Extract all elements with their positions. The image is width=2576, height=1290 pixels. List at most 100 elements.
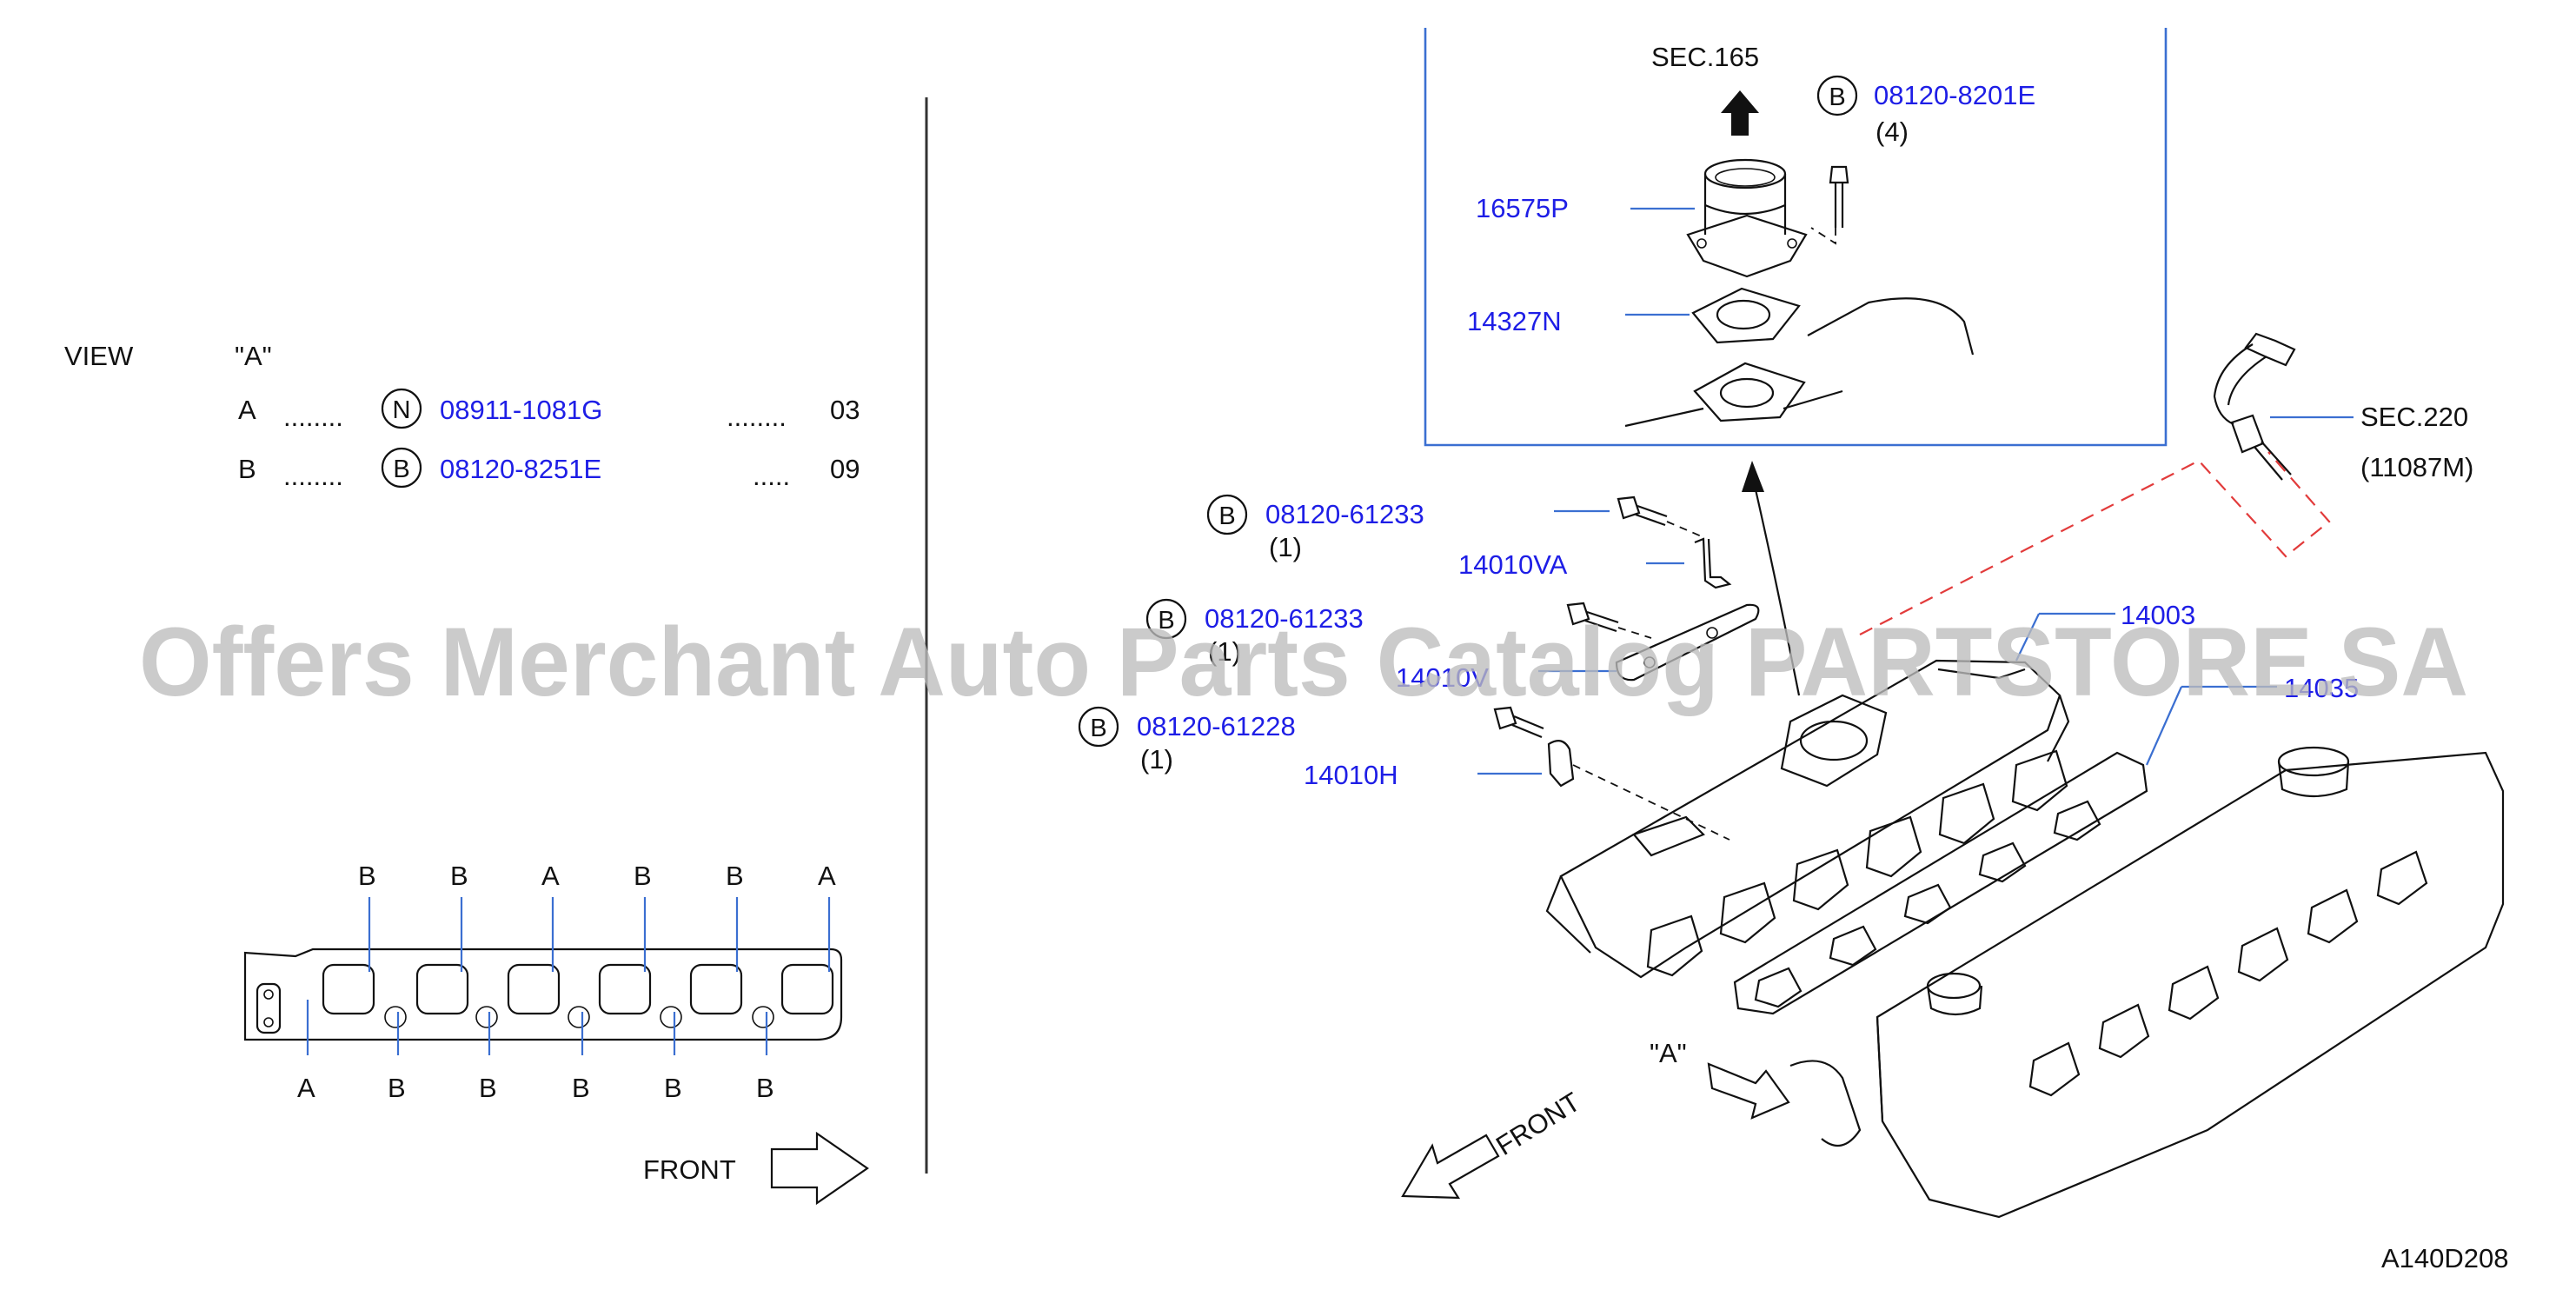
bolt2-qty: (1) bbox=[1208, 636, 1241, 667]
gasket-top-label: A bbox=[541, 861, 560, 891]
gasket-bottom-label: A bbox=[297, 1073, 315, 1103]
gasket-port bbox=[689, 963, 743, 1015]
bolt2-part-link[interactable]: 08120-61233 bbox=[1205, 603, 1364, 634]
bolt3-qty: (1) bbox=[1140, 744, 1173, 775]
gasket-flat-view: B B A B B A A B B B B B FRONT bbox=[243, 861, 869, 1206]
gasket-bottom-label: B bbox=[388, 1073, 406, 1103]
row-a-dots2: ........ bbox=[727, 402, 787, 432]
gasket-bottom-label: B bbox=[572, 1073, 590, 1103]
front-arrow-icon bbox=[1401, 1134, 1500, 1200]
row-a-part-link[interactable]: 08911-1081G bbox=[440, 395, 602, 425]
gasket-hole bbox=[384, 1006, 407, 1028]
part-14327n-link[interactable]: 14327N bbox=[1467, 306, 1562, 336]
view-a-label: "A" bbox=[1650, 1038, 1687, 1068]
bolt2-drawing bbox=[1566, 602, 1652, 639]
row-b-dots2: ..... bbox=[753, 461, 790, 491]
bracket1-drawing bbox=[1694, 537, 1732, 589]
gasket-top-label: A bbox=[818, 861, 836, 891]
b-symbol-icon bbox=[1078, 706, 1119, 748]
bolt1-qty: (1) bbox=[1269, 532, 1302, 562]
bolt1-drawing bbox=[1617, 495, 1704, 538]
up-arrow-icon bbox=[1721, 90, 1759, 136]
bracket1-part-link[interactable]: 14010VA bbox=[1458, 549, 1568, 580]
watermark: Offers Merchant Auto Parts Catalog PARTS… bbox=[139, 608, 2468, 716]
bolt1-part-link[interactable]: 08120-61233 bbox=[1265, 499, 1424, 529]
bracket3-part-link[interactable]: 14010H bbox=[1304, 760, 1398, 790]
gasket-top-labels: B B A B B A bbox=[358, 861, 836, 891]
row-b-key: B bbox=[238, 454, 256, 484]
up-arrow-icon bbox=[1742, 461, 1764, 492]
gasket-port bbox=[415, 963, 469, 1015]
gasket-slot bbox=[256, 982, 282, 1034]
gasket-ports bbox=[322, 963, 834, 1028]
gasket-bottom-labels: A B B B B B bbox=[297, 1073, 774, 1103]
sensor-part-label: (11087M) bbox=[2360, 452, 2473, 482]
gasket-bottom-label: B bbox=[479, 1073, 497, 1103]
bracket2-part-link[interactable]: 14010V bbox=[1396, 662, 1489, 693]
gasket-leaders bbox=[306, 897, 831, 1055]
row-a-dots: ........ bbox=[283, 402, 343, 432]
inset-bolt-symbol: B bbox=[1829, 83, 1845, 111]
inset-bolt-drawing bbox=[1810, 165, 1849, 245]
front-label: FRONT bbox=[1490, 1087, 1585, 1161]
callout-bolt2[interactable]: B 08120-61233 (1) bbox=[1145, 598, 1364, 667]
diagram-code: A140D208 bbox=[2381, 1243, 2509, 1273]
water-outlet-drawing bbox=[1686, 158, 1808, 278]
bolt3-symbol: B bbox=[1090, 715, 1106, 742]
callout-bolt3[interactable]: B 08120-61228 (1) bbox=[1078, 706, 1296, 775]
bracket2-drawing bbox=[1615, 603, 1760, 682]
bolt2-symbol: B bbox=[1158, 607, 1174, 635]
inset-manifold-edge bbox=[1624, 297, 1975, 428]
front-arrow-icon bbox=[770, 1131, 869, 1206]
inset-gasket-drawing bbox=[1691, 287, 1801, 344]
gasket-port bbox=[507, 963, 561, 1015]
callout-bolt1[interactable]: B 08120-61233 (1) bbox=[1206, 494, 1424, 562]
gasket-hole bbox=[263, 1017, 274, 1027]
view-row-a[interactable]: A ........ N 08911-1081G ........ 03 bbox=[238, 388, 860, 432]
intake-manifold-drawing bbox=[1545, 659, 2070, 979]
b-symbol-icon bbox=[381, 447, 422, 489]
gasket-hole bbox=[263, 989, 274, 1000]
row-b-dots: ........ bbox=[283, 461, 343, 491]
bolt3-drawing bbox=[1493, 706, 1544, 739]
cylinder-head-drawing bbox=[1789, 746, 2505, 1219]
gasket-port bbox=[780, 963, 834, 1015]
gasket-outline bbox=[243, 948, 843, 1041]
part-16575p-link[interactable]: 16575P bbox=[1476, 193, 1569, 223]
view-arrow-icon bbox=[1707, 1062, 1790, 1120]
gasket-top-label: B bbox=[634, 861, 652, 891]
inset-frame bbox=[1424, 28, 2168, 447]
manifold-part-link[interactable]: 14003 bbox=[2121, 600, 2195, 630]
gasket-top-label: B bbox=[450, 861, 468, 891]
manifold-gasket-drawing bbox=[1733, 751, 2148, 1015]
gasket-hole bbox=[660, 1006, 682, 1028]
gasket-hole bbox=[475, 1006, 498, 1028]
row-b-symbol: B bbox=[393, 455, 409, 483]
runner-flanges bbox=[1646, 749, 2068, 977]
bracket3-drawing bbox=[1547, 740, 1730, 841]
gasket-port bbox=[322, 963, 375, 1015]
gasket-part-link[interactable]: 14035 bbox=[2284, 673, 2359, 703]
b-symbol-icon bbox=[1816, 75, 1858, 116]
view-title: VIEW bbox=[64, 341, 134, 371]
row-a-key: A bbox=[238, 395, 256, 425]
n-symbol-icon bbox=[381, 388, 422, 429]
row-a-qty: 03 bbox=[830, 395, 860, 425]
inset-bolt-part-link[interactable]: 08120-8201E bbox=[1874, 80, 2035, 110]
reference-dashed-line bbox=[1859, 451, 2331, 635]
inset-sec-label[interactable]: SEC.165 bbox=[1651, 42, 1759, 72]
b-symbol-icon bbox=[1145, 598, 1187, 640]
gasket-top-label: B bbox=[358, 861, 376, 891]
temp-sensor-drawing bbox=[2213, 332, 2296, 481]
sensor-sec-label[interactable]: SEC.220 bbox=[2360, 402, 2468, 432]
leader bbox=[2145, 686, 2183, 766]
row-b-qty: 09 bbox=[830, 454, 860, 484]
view-table: VIEW "A" A ........ N 08911-1081G ......… bbox=[64, 341, 860, 491]
inset-bolt-qty: (4) bbox=[1876, 116, 1909, 147]
view-row-b[interactable]: B ........ B 08120-8251E ..... 09 bbox=[238, 447, 860, 491]
row-b-part-link[interactable]: 08120-8251E bbox=[440, 454, 601, 484]
gasket-top-label: B bbox=[726, 861, 744, 891]
gasket-bottom-label: B bbox=[756, 1073, 774, 1103]
bolt3-part-link[interactable]: 08120-61228 bbox=[1137, 711, 1296, 741]
gasket-port bbox=[598, 963, 652, 1015]
